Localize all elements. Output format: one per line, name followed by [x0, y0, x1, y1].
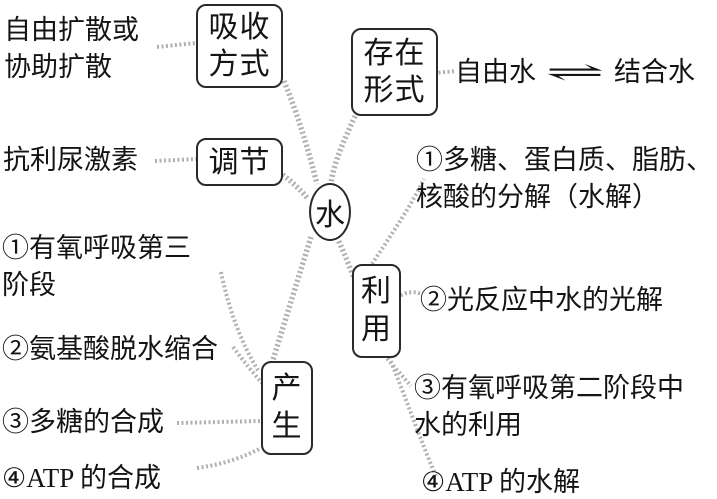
- branch-box-utilization: 利用: [352, 264, 401, 358]
- leaf-utilization-item-3: ③有氧呼吸第二阶段中 水的利用: [414, 373, 684, 440]
- center-node-label: 水: [315, 199, 345, 232]
- connector-center-absorption: [281, 79, 320, 185]
- leaf-absorption-diffusion: 自由扩散或 协助扩散: [4, 15, 139, 82]
- leaf-production-item-4: ④ATP 的合成: [2, 463, 161, 493]
- existence-leaf-bound-water: 结合水: [614, 57, 695, 87]
- connector-regulation-leaf: [154, 157, 197, 163]
- connector-utilization-item1: [370, 178, 426, 266]
- branch-box-production: 产生: [261, 361, 313, 455]
- leaf-production-item-2: ②氨基酸脱水缩合: [2, 334, 218, 364]
- leaf-free-water-bound-water: 自由水 ⇌ 结合水: [455, 54, 695, 91]
- connector-utilization-item2: [395, 290, 422, 300]
- branch-box-absorption-method: 吸收方式: [196, 4, 283, 88]
- connector-center-existence: [328, 110, 360, 184]
- connector-production-item3: [176, 419, 262, 425]
- branch-box-regulation: 调节: [196, 138, 283, 186]
- connector-absorption-leaf: [156, 41, 197, 49]
- connector-center-production: [270, 236, 314, 361]
- connector-utilization-item4: [387, 356, 438, 477]
- branch-label-utilization: 利用: [361, 275, 392, 346]
- connector-production-item1: [219, 271, 261, 374]
- equilibrium-arrow: ⇌: [545, 57, 605, 87]
- branch-label-production: 产生: [271, 372, 303, 443]
- leaf-antidiuretic-hormone: 抗利尿激素: [3, 145, 138, 175]
- leaf-utilization-item-4: ④ATP 的水解: [421, 467, 580, 497]
- existence-leaf-free-water: 自由水: [455, 57, 536, 87]
- branch-label-existence-form: 存在形式: [363, 37, 426, 107]
- leaf-utilization-item-2: ②光反应中水的光解: [420, 285, 663, 315]
- branch-label-absorption-method: 吸收方式: [208, 11, 271, 81]
- leaf-utilization-item-1: ①多糖、蛋白质、脂肪、 核酸的分解（水解）: [416, 145, 713, 212]
- center-node-water: 水: [309, 183, 351, 241]
- branch-box-existence-form: 存在形式: [351, 28, 438, 116]
- connector-production-item4: [196, 446, 262, 470]
- branch-label-regulation: 调节: [208, 145, 271, 179]
- leaf-production-item-3: ③多糖的合成: [2, 407, 164, 437]
- connector-utilization-item3: [382, 353, 413, 388]
- leaf-production-item-1: ①有氧呼吸第三 阶段: [2, 233, 191, 300]
- connector-existence-leaf: [433, 69, 457, 75]
- connector-center-regulation: [277, 169, 311, 201]
- connector-production-item2: [231, 345, 264, 385]
